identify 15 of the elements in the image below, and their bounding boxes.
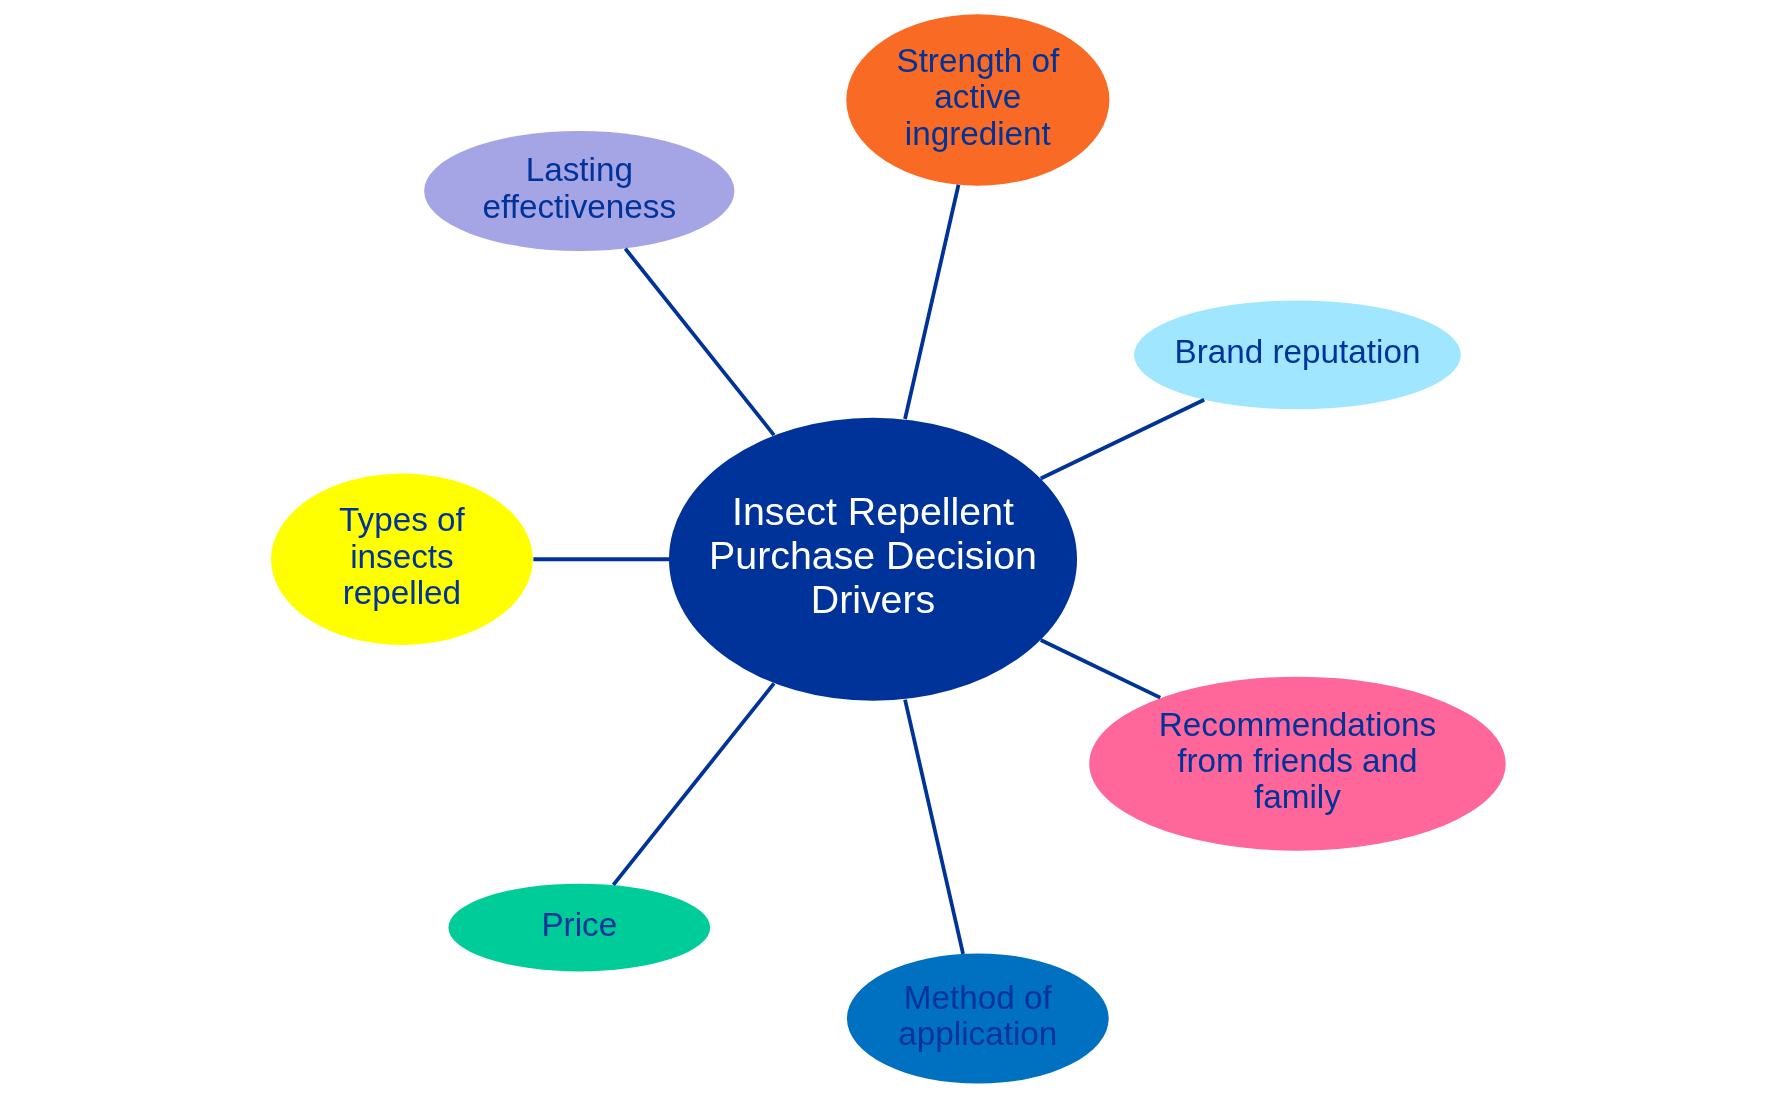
node-ellipse: Method of application xyxy=(846,953,1109,1084)
node-ellipse: Brand reputation xyxy=(1134,300,1461,410)
connector xyxy=(623,247,776,437)
connector xyxy=(1039,398,1205,481)
node-ellipse: Insect Repellent Purchase Decision Drivers xyxy=(668,417,1078,701)
connector xyxy=(611,682,776,887)
node-ellipse: Strength of active ingredient xyxy=(846,14,1110,186)
node-ellipse: Price xyxy=(448,883,711,972)
connector xyxy=(533,557,670,562)
node-ellipse: Types of insects repelled xyxy=(271,473,533,645)
node-ellipse: Recommendations from friends and family xyxy=(1089,676,1506,851)
connector xyxy=(1039,638,1162,700)
node-ellipse: Lasting effectiveness xyxy=(424,130,735,252)
connector xyxy=(903,699,965,955)
connector xyxy=(903,184,961,420)
